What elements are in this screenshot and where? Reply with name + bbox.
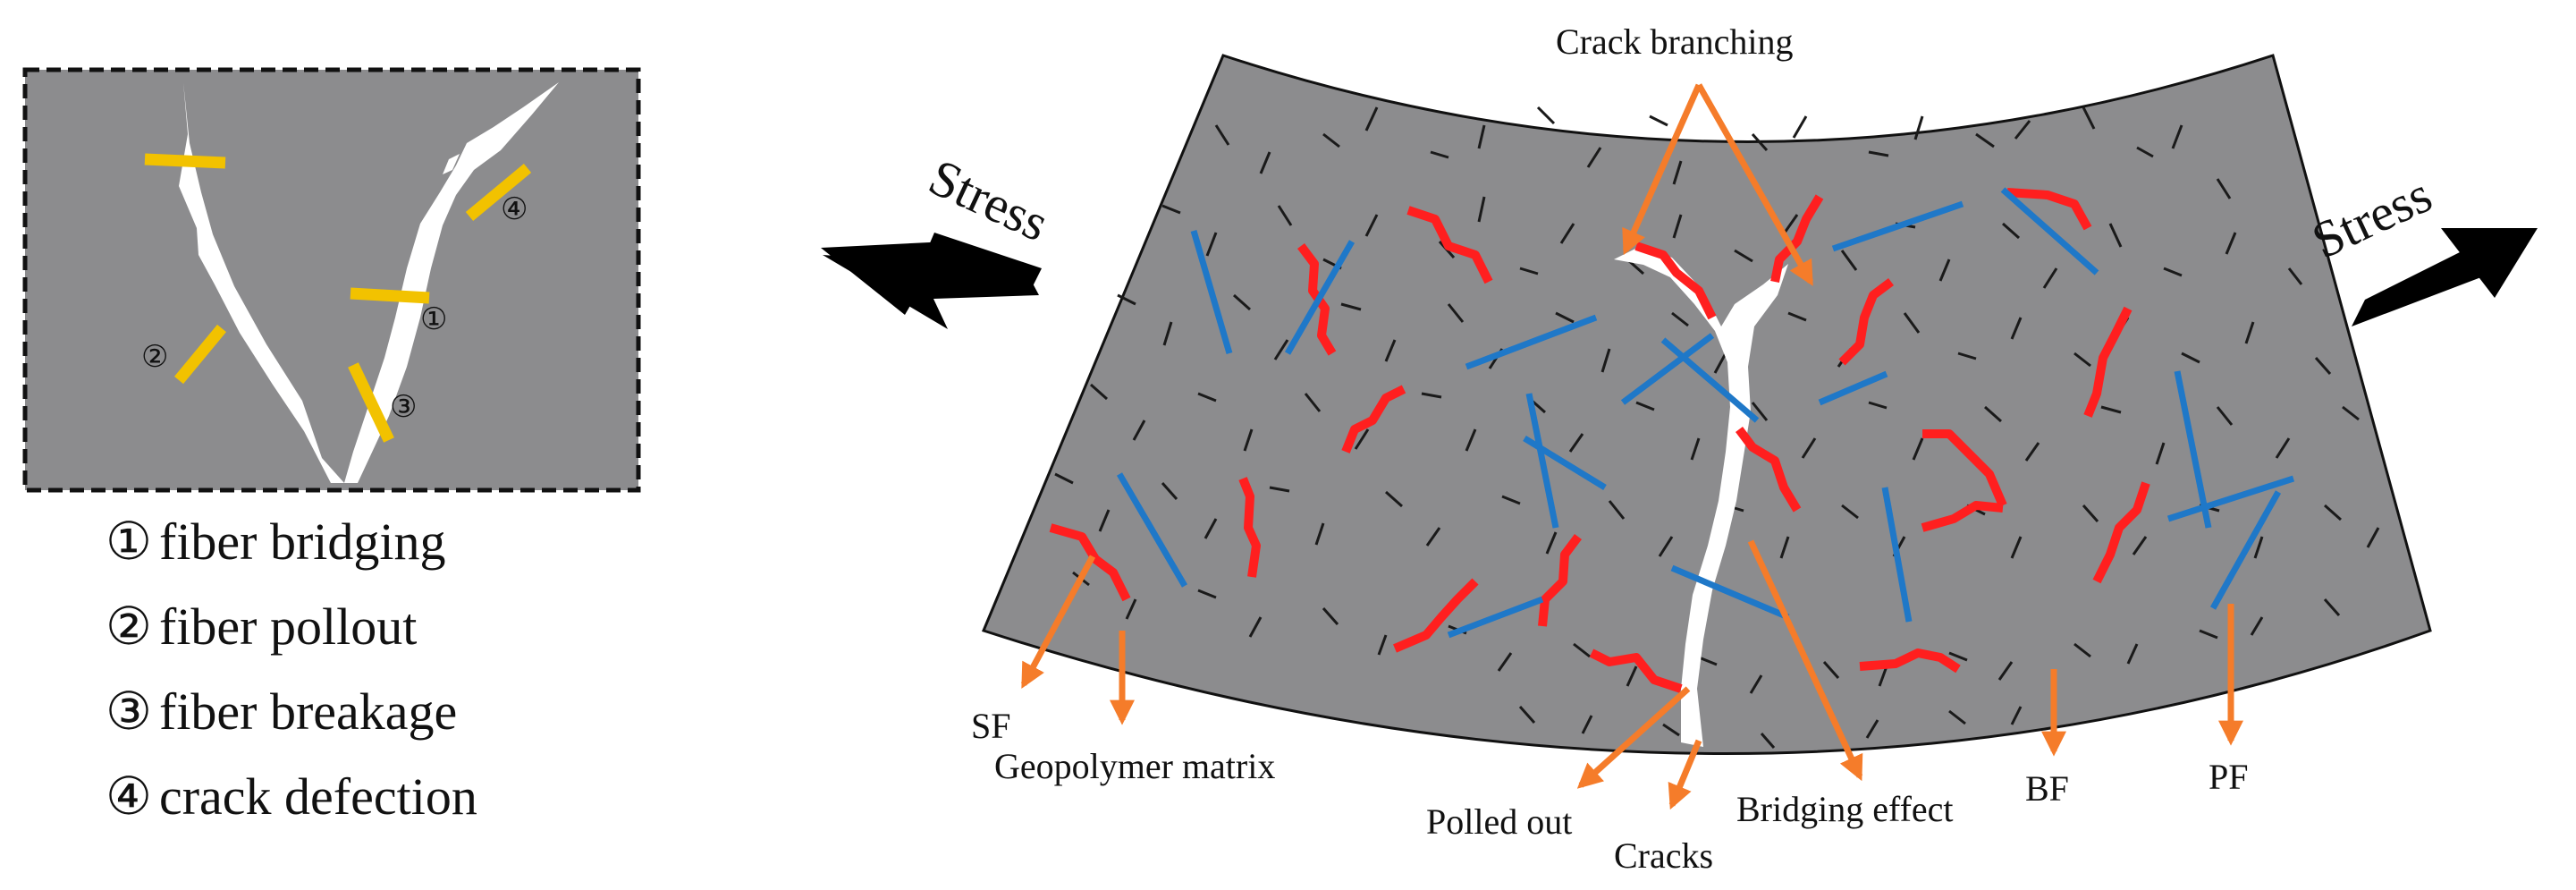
polled-out-arrow bbox=[1576, 686, 1691, 789]
inset-fiber-pollout bbox=[173, 324, 227, 385]
polled-out-label: Polled out bbox=[1426, 801, 1572, 842]
cracks-label: Cracks bbox=[1614, 835, 1713, 876]
inset-fiber-breakage bbox=[348, 362, 394, 443]
stress-arrow-left bbox=[821, 233, 1042, 329]
inset-marker-4: ④ bbox=[501, 193, 528, 226]
sf-label: SF bbox=[971, 706, 1011, 746]
sf-arrow bbox=[1020, 555, 1096, 689]
geopolymer-matrix-body bbox=[981, 54, 2432, 755]
legend-text-4: crack defection bbox=[159, 767, 477, 826]
legend-symbol-2: ② bbox=[106, 598, 152, 656]
bridging-effect-arrow bbox=[1747, 539, 1863, 782]
inset-crack-branch bbox=[443, 154, 460, 174]
inset-panel: ① ② ③ ④ bbox=[22, 67, 641, 493]
pf-label: PF bbox=[2209, 757, 2249, 797]
inset-marker-2: ② bbox=[141, 341, 168, 374]
legend-text-3: fiber breakage bbox=[159, 682, 457, 741]
inset-marker-1: ① bbox=[420, 303, 447, 336]
legend-symbol-4: ④ bbox=[106, 767, 152, 826]
inset-fiber bbox=[144, 153, 226, 169]
geopolymer-matrix-label: Geopolymer matrix bbox=[994, 746, 1275, 786]
legend-text-1: fiber bridging bbox=[159, 513, 446, 571]
inset-crack bbox=[179, 82, 559, 483]
bf-label: BF bbox=[2025, 768, 2069, 809]
callout-arrows bbox=[1020, 83, 2243, 810]
bridging-effect-label: Bridging effect bbox=[1736, 789, 1954, 829]
crack-branching-arrow-right bbox=[1695, 83, 1814, 286]
steel-fibers bbox=[1049, 188, 2150, 693]
matrix-crack bbox=[1614, 246, 1788, 747]
basalt-fibers bbox=[1116, 187, 2295, 639]
legend-text-2: fiber pollout bbox=[159, 598, 417, 656]
cracks-arrow bbox=[1668, 739, 1702, 810]
inset-fiber-deflection bbox=[465, 164, 532, 221]
inset-fiber-bridging bbox=[350, 287, 430, 304]
stress-arrow-right bbox=[2352, 228, 2538, 326]
crack-branching-label: Crack branching bbox=[1556, 21, 1793, 62]
pp-fibers bbox=[1054, 106, 2380, 749]
inset-marker-3: ③ bbox=[390, 391, 417, 424]
stress-label-right: Stress bbox=[2303, 165, 2440, 269]
inset-frame bbox=[22, 67, 641, 493]
legend-symbol-3: ③ bbox=[106, 682, 152, 741]
crack-branching-arrow-left bbox=[1622, 83, 1702, 256]
legend: ① fiber bridging ② fiber pollout ③ fiber… bbox=[106, 513, 477, 826]
legend-symbol-1: ① bbox=[106, 513, 152, 571]
